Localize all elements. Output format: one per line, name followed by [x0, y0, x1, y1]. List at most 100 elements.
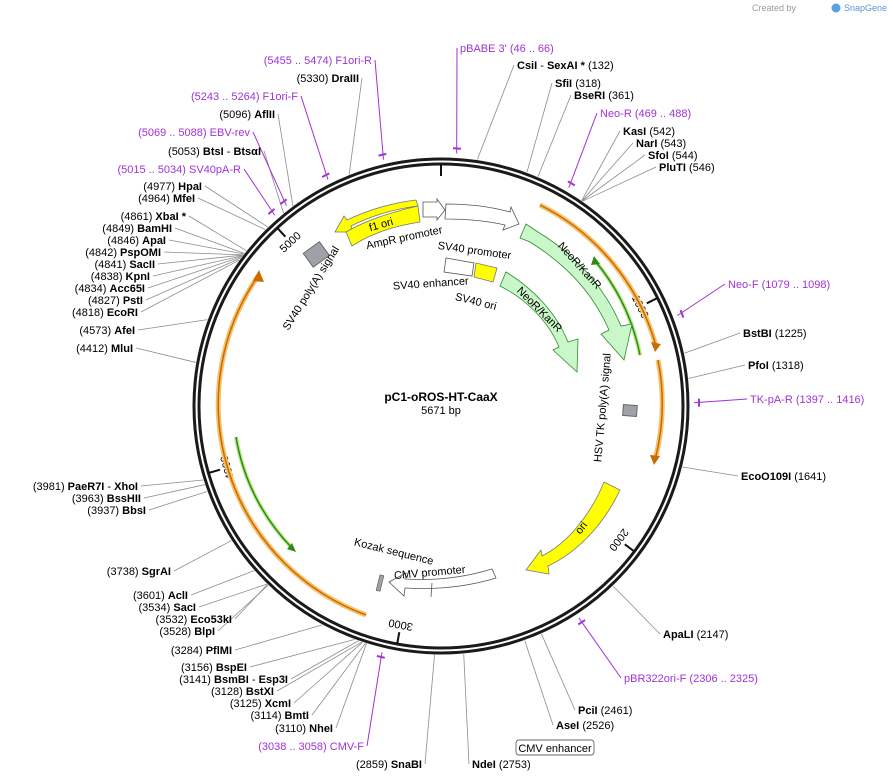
site-connector	[684, 332, 741, 354]
site-connector	[249, 639, 355, 668]
cmv-promoter-arrow	[388, 568, 497, 597]
site-label: (4842) PspOMI	[85, 247, 161, 259]
snapgene-logo-icon	[831, 3, 841, 13]
site-name: EcoO109I	[741, 471, 791, 483]
site-name: SnaBI	[391, 759, 422, 771]
hsv-tk-polya-label: HSV TK poly(A) signal	[592, 353, 613, 463]
site-label: AseI (2526)	[556, 720, 614, 732]
site-label: (4827) PstI	[88, 295, 143, 307]
site-coord: (4841)	[94, 259, 126, 271]
primer-name: pBR322ori-F	[624, 673, 687, 685]
primer-mark	[567, 180, 576, 187]
site-coord: (3141)	[179, 674, 211, 686]
primer-coord: (469 .. 488)	[635, 108, 691, 120]
site-connector	[524, 640, 554, 726]
primer-name: pBABE 3'	[460, 43, 507, 55]
neo-inner-arrow	[499, 271, 579, 373]
f1-ori-arrow	[334, 199, 419, 233]
site-coord: (4412)	[76, 343, 108, 355]
site-connector	[197, 197, 266, 230]
site-coord: (4827)	[88, 295, 120, 307]
site-coord: (3156)	[181, 662, 213, 674]
site-label: (3110) NheI	[275, 723, 333, 735]
site-name: DraIII	[331, 73, 359, 85]
site-connector	[277, 113, 294, 206]
sv40-ori-box	[473, 262, 498, 283]
site-label: (2859) SnaBI	[356, 759, 422, 771]
site-name: BbsI	[122, 505, 146, 517]
primer-name: CMV-F	[330, 741, 365, 753]
site-connector	[234, 624, 323, 651]
site-label: CsiI - SexAI * (132)	[517, 60, 614, 72]
site-name: BstBI	[743, 328, 772, 340]
site-name: MluI	[111, 343, 133, 355]
kozak-label: Kozak sequence	[353, 536, 435, 567]
site-label: SfiI (318)	[555, 78, 601, 90]
site-name: AflII	[254, 109, 275, 121]
primer-coord: (1397 .. 1416)	[796, 394, 865, 406]
site-label: NdeI (2753)	[472, 759, 531, 771]
primer-connector	[374, 59, 384, 160]
tick-mark	[208, 468, 221, 474]
orf-arc-green-2-head	[287, 543, 296, 552]
site-name: Acc65I	[110, 283, 145, 295]
backbone-outer-strand	[192, 157, 690, 655]
primer-name: SV40pA-R	[189, 164, 241, 176]
site-connector	[612, 585, 661, 635]
primer-label: (5455 .. 5474) F1ori-R	[264, 55, 372, 67]
site-connector	[581, 142, 634, 201]
site-name: NdeI	[472, 759, 496, 771]
orf-arc-1-core	[539, 204, 657, 347]
primer-mark	[321, 172, 330, 178]
site-name: PflMI	[206, 645, 232, 657]
site-coord: (318)	[575, 78, 601, 90]
site-label: (4838) KpnI	[91, 271, 150, 283]
orf-arc-2-core	[654, 359, 663, 461]
site-name: MfeI	[173, 193, 195, 205]
orf-arc-3-core	[217, 275, 367, 616]
site-connector	[581, 154, 646, 202]
site-connector	[188, 215, 247, 252]
site-label: (5330) DraIII	[297, 73, 359, 85]
site-name: SacI	[173, 602, 196, 614]
site-label: EcoO109I (1641)	[741, 471, 826, 483]
features: NeoR/KanR NeoR/KanR SV40 promoter SV40 e…	[281, 197, 638, 756]
tick-mark	[276, 227, 287, 238]
orf-arc-3-head	[253, 270, 264, 282]
site-label: PfoI (1318)	[748, 360, 804, 372]
primer-label: Neo-F (1079 .. 1098)	[728, 279, 830, 291]
site-label: (4849) BamHI	[102, 223, 172, 235]
site-label: (3981) PaeR7I - XhoI	[33, 481, 138, 493]
site-coord: (4977)	[143, 181, 175, 193]
primer-coord: (5015 .. 5034)	[117, 164, 186, 176]
site-name: AseI	[556, 720, 579, 732]
site-label: (3738) SgrAI	[107, 566, 171, 578]
site-connector	[140, 479, 204, 487]
site-name: HpaI	[178, 181, 202, 193]
site-connector	[137, 319, 208, 331]
site-name: ApaLI	[663, 629, 694, 641]
site-name: PciI	[578, 705, 598, 717]
cmv-enhancer-label: CMV enhancer	[518, 743, 592, 755]
site-name: AclI	[168, 590, 188, 602]
primer-marks	[243, 47, 748, 747]
site-coord: (543)	[660, 138, 686, 150]
site-connector	[335, 643, 367, 729]
site-connector	[163, 251, 244, 256]
site-coord: (1318)	[772, 360, 804, 372]
cmv-promoter-divider	[430, 582, 433, 598]
site-coord: (5330)	[297, 73, 329, 85]
site-coord: (4846)	[107, 235, 139, 247]
primer-mark	[378, 152, 387, 157]
site-name: BamHI	[137, 223, 172, 235]
site-connector	[147, 256, 242, 289]
site-label: (3601) AclI	[133, 590, 188, 602]
site-label: (3284) PflMI	[171, 645, 232, 657]
site-connector	[537, 94, 572, 177]
sv40-small-arrow	[422, 197, 446, 222]
primer-coord: (5069 .. 5088)	[138, 127, 207, 139]
primer-name: EBV-rev	[210, 127, 251, 139]
primer-label: (3038 .. 3058) CMV-F	[258, 741, 364, 753]
site-label: PciI (2461)	[578, 705, 632, 717]
site-coord: (2859)	[356, 759, 388, 771]
